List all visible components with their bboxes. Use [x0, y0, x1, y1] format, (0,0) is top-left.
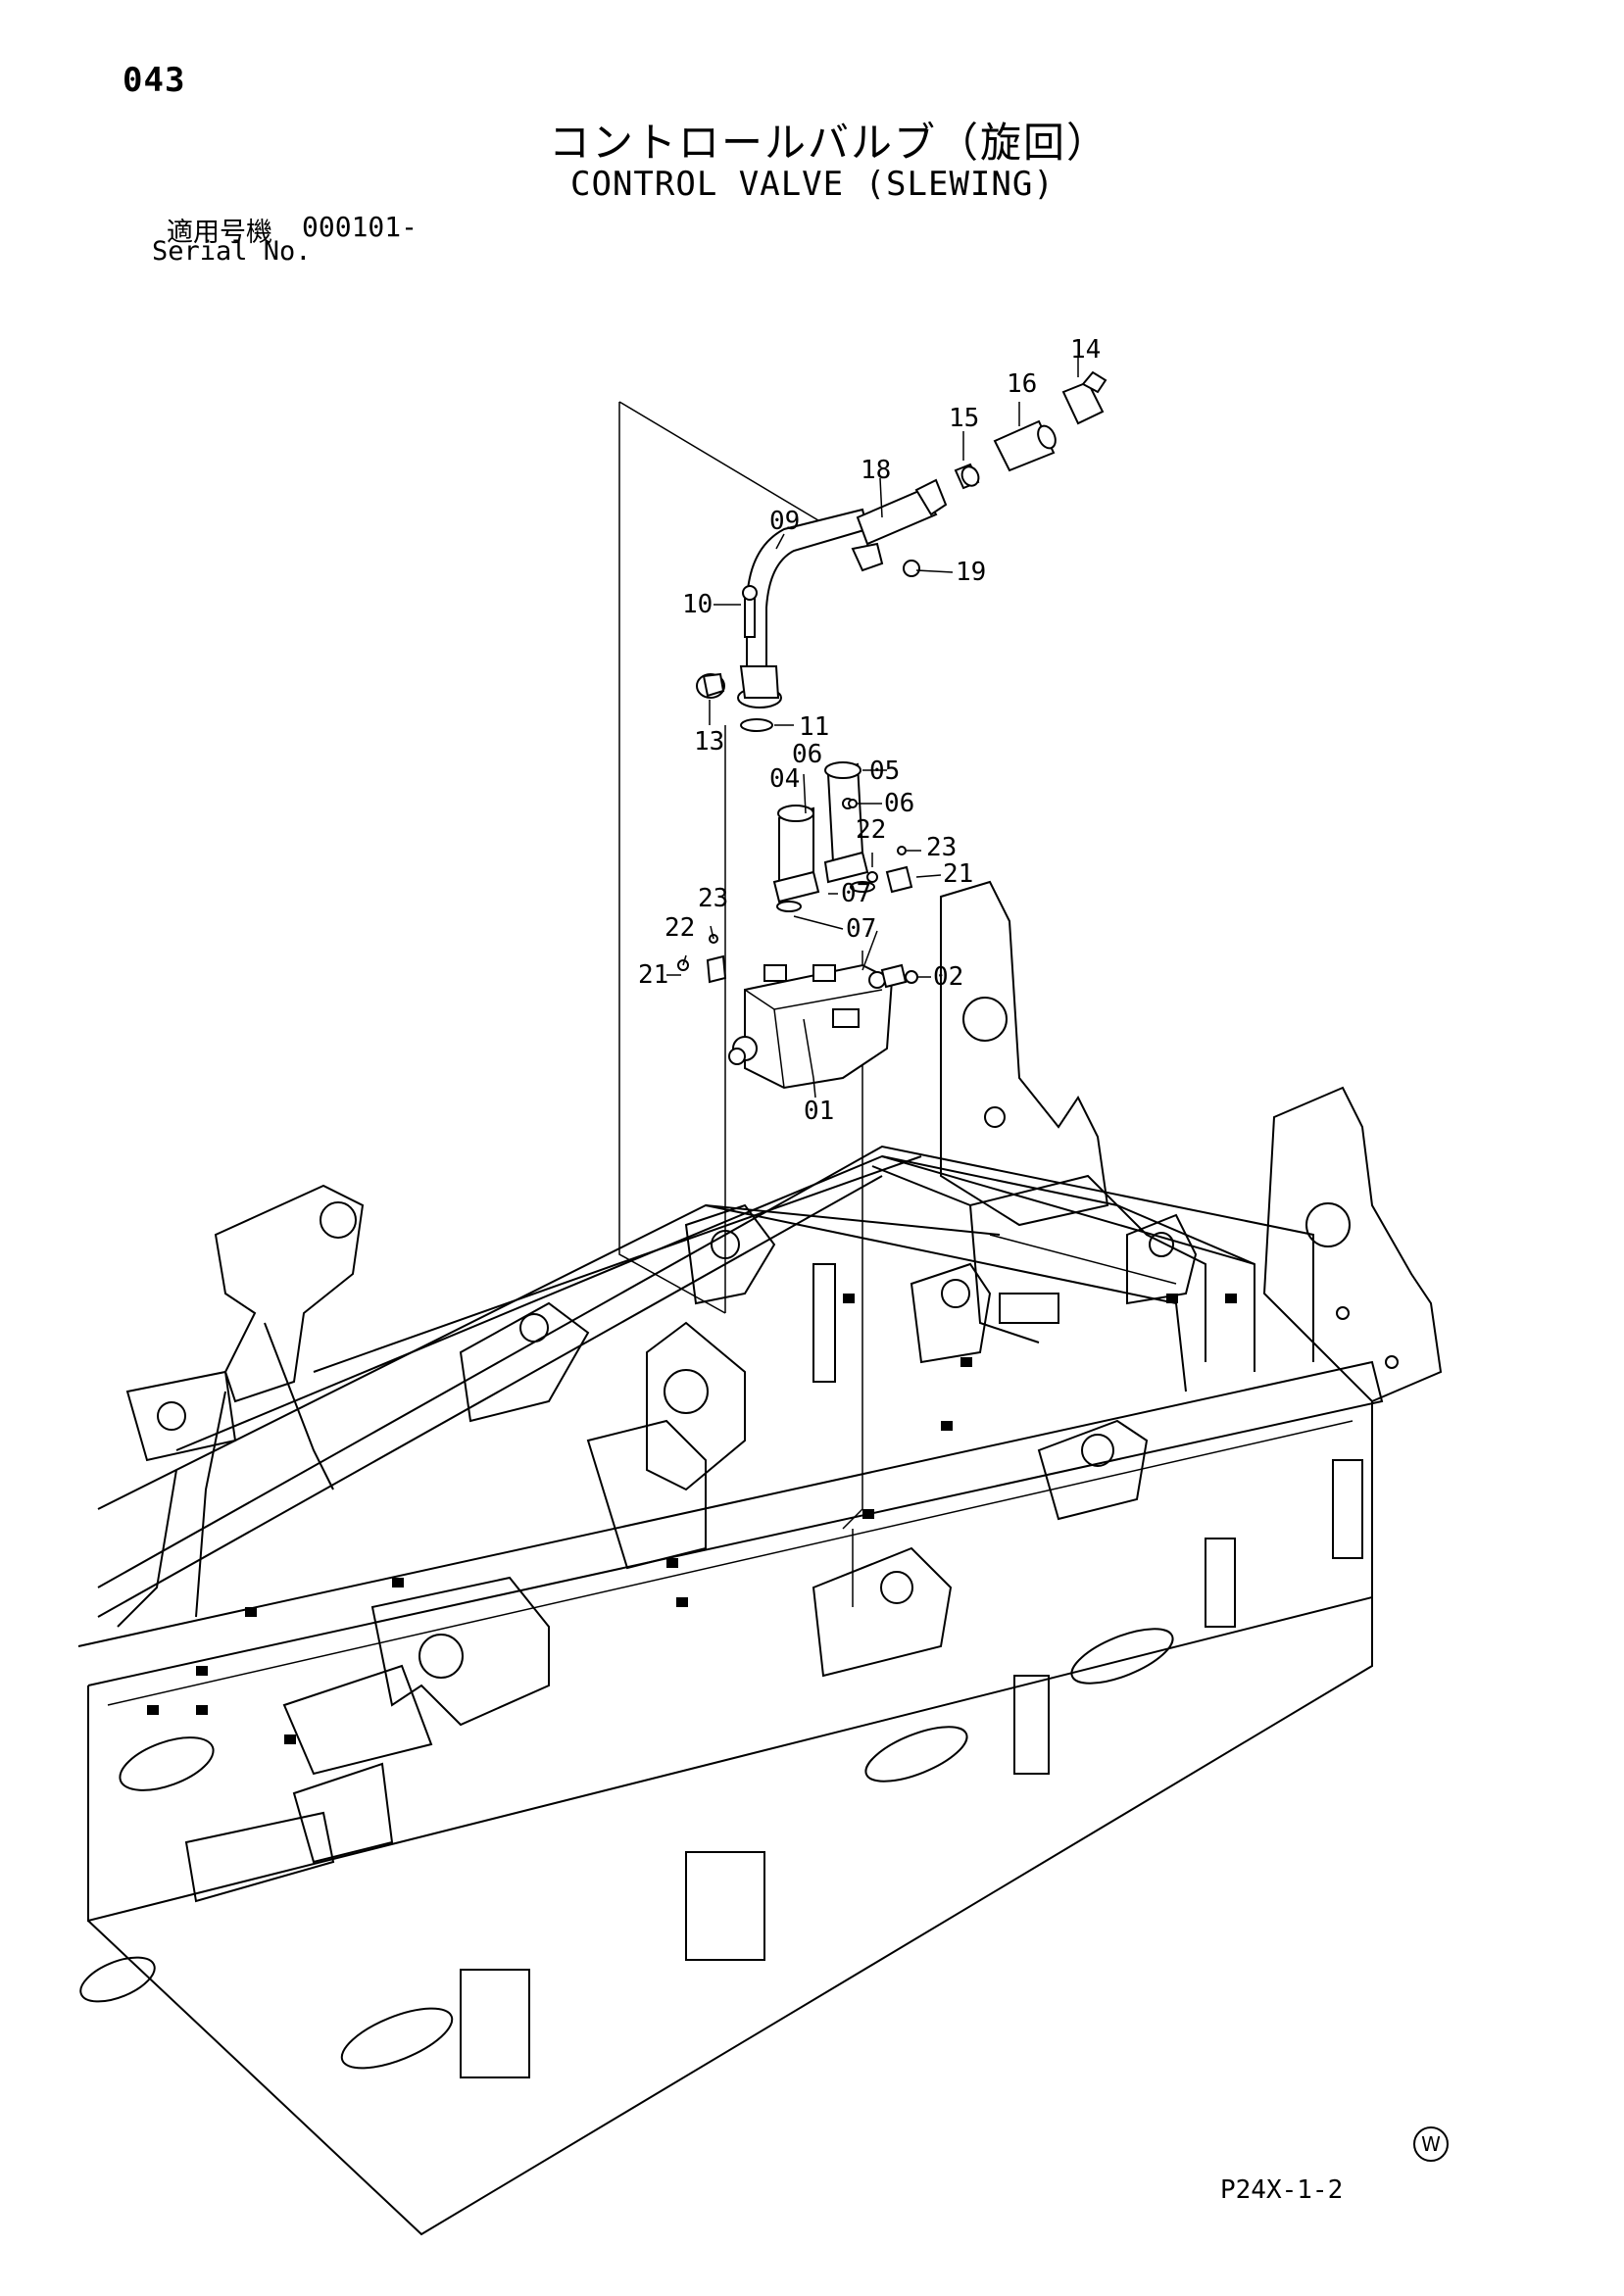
callout-01: 01	[804, 1097, 834, 1126]
callout-13: 13	[694, 727, 724, 757]
callout-23-a: 23	[926, 833, 957, 862]
callout-22-a: 22	[856, 815, 886, 845]
title-english: CONTROL VALVE (SLEWING)	[570, 165, 1055, 204]
callout-21-b: 21	[638, 960, 668, 990]
serial-number-value: 000101-	[302, 211, 418, 243]
w-mark-symbol: W	[1413, 2126, 1449, 2162]
callout-leaders	[666, 356, 1079, 1099]
callout-23-b: 23	[698, 884, 728, 913]
callout-06-a: 06	[792, 740, 822, 769]
serial-label-japanese: 適用号機	[167, 218, 272, 248]
callout-18: 18	[861, 456, 891, 485]
mounting-leader-lines	[618, 401, 863, 1607]
hose-fittings	[954, 370, 1107, 490]
callout-14: 14	[1070, 335, 1101, 365]
callout-15: 15	[949, 404, 979, 433]
callout-04: 04	[769, 764, 800, 794]
callout-19: 19	[956, 558, 986, 587]
callout-02: 02	[933, 962, 963, 992]
callout-10: 10	[682, 590, 713, 619]
control-valve-assembly	[677, 478, 948, 1090]
callout-labels: 14 16 15 18 09 19 10 13 11 06 04 05 06 2…	[638, 335, 1101, 1126]
serial-label-english: Serial No.	[152, 236, 312, 267]
control-valve-body	[744, 963, 894, 1090]
page-number: 043	[123, 61, 186, 100]
callout-16: 16	[1007, 369, 1037, 399]
callout-05: 05	[869, 757, 900, 786]
callout-22-b: 22	[664, 913, 695, 943]
callout-06-b: 06	[884, 789, 914, 818]
callout-09: 09	[769, 507, 800, 536]
upperstructure-frame	[77, 880, 1443, 2236]
title-japanese: コントロールバルブ（旋回）	[549, 119, 1110, 167]
callout-21-a: 21	[943, 859, 973, 889]
drawing-code: P24X-1-2	[1220, 2175, 1344, 2205]
callout-11: 11	[799, 712, 829, 742]
pipe	[746, 508, 869, 692]
callout-07-b: 07	[846, 914, 876, 944]
callout-07-a: 07	[841, 879, 871, 908]
tube	[856, 488, 938, 546]
